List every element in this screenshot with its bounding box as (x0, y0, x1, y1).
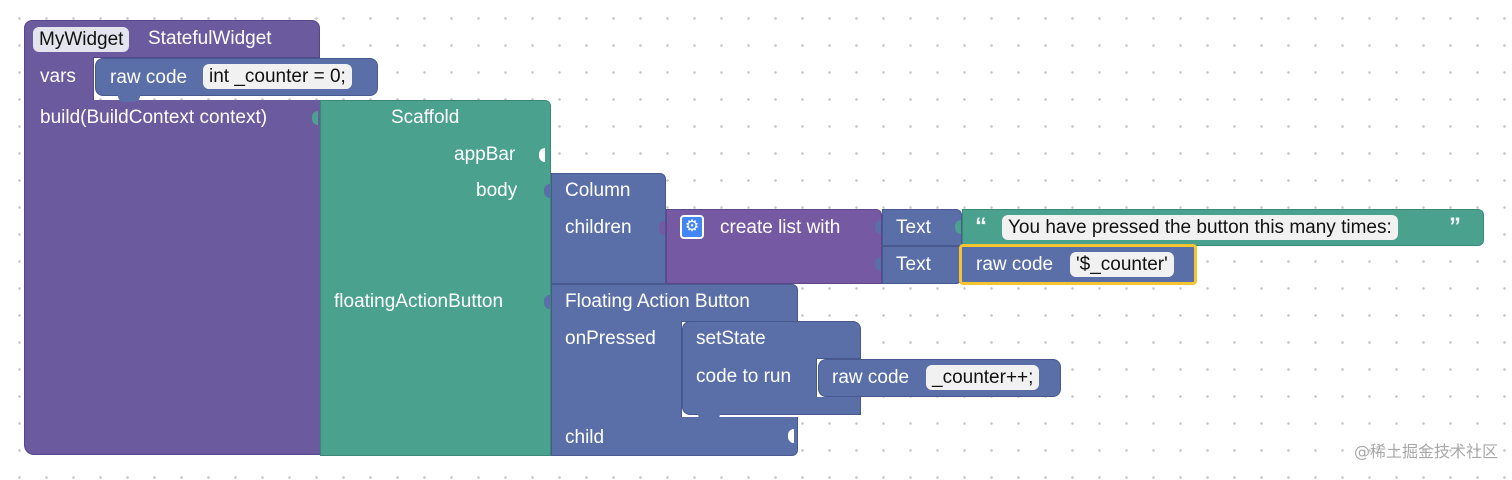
text-block-1[interactable] (882, 209, 962, 246)
build-label: build(BuildContext context) (40, 107, 268, 128)
appbar-input-slot[interactable] (539, 148, 545, 162)
widget-type-label: StatefulWidget (148, 28, 272, 49)
setstate-title: setState (696, 328, 766, 349)
create-list-label: create list with (720, 217, 841, 238)
close-quote-icon: ” (1449, 213, 1461, 240)
setstate-next-notch (698, 412, 720, 420)
child-input-slot[interactable] (788, 429, 794, 443)
string-field[interactable]: You have pressed the button this many ti… (1002, 215, 1398, 240)
text-2-label: Text (896, 254, 931, 275)
column-block[interactable] (551, 173, 666, 284)
watermark: @稀土掘金技术社区 (1353, 442, 1498, 461)
appbar-label: appBar (454, 144, 516, 165)
text-2-code-field[interactable]: '$_counter' (1070, 252, 1174, 277)
fab-block[interactable] (551, 284, 798, 322)
code-to-run-label: code to run (696, 366, 792, 387)
setstate-bottom (682, 397, 861, 415)
body-label: body (476, 180, 518, 201)
text-1-input-notch (875, 220, 881, 234)
setstate-raw-code-label: raw code (832, 367, 910, 388)
scaffold-input-notch (312, 111, 318, 125)
vars-code-field[interactable]: int _counter = 0; (203, 64, 352, 89)
text-block-2[interactable] (882, 246, 962, 284)
mywidget-build-row (24, 100, 324, 455)
gear-icon[interactable]: ⚙ (680, 215, 704, 239)
column-title: Column (565, 180, 631, 201)
fab-onpressed-row (551, 321, 682, 418)
text-2-raw-code-label: raw code (976, 254, 1054, 275)
children-label: children (565, 217, 632, 238)
fab-title: Floating Action Button (565, 291, 750, 312)
fab-input-notch (544, 295, 550, 309)
column-input-notch (544, 184, 550, 198)
setstate-code-field[interactable]: _counter++; (926, 365, 1040, 390)
text-1-label: Text (896, 217, 931, 238)
scaffold-title: Scaffold (391, 107, 460, 128)
text-2-input-notch (875, 257, 881, 271)
scaffold-block[interactable] (320, 100, 551, 456)
child-label: child (565, 427, 605, 448)
onpressed-label: onPressed (565, 328, 656, 349)
widget-name-field[interactable]: MyWidget (33, 27, 130, 52)
string-input-notch (955, 220, 961, 234)
create-list-input-notch (659, 221, 665, 235)
open-quote-icon: “ (975, 213, 987, 240)
fab-slot-label: floatingActionButton (334, 291, 504, 312)
vars-label: vars (40, 66, 76, 87)
fab-child-row (551, 417, 798, 456)
vars-block-notch (118, 94, 140, 102)
vars-raw-code-label: raw code (110, 67, 188, 88)
setstate-block[interactable] (682, 321, 861, 359)
mywidget-vars-row (24, 57, 94, 101)
